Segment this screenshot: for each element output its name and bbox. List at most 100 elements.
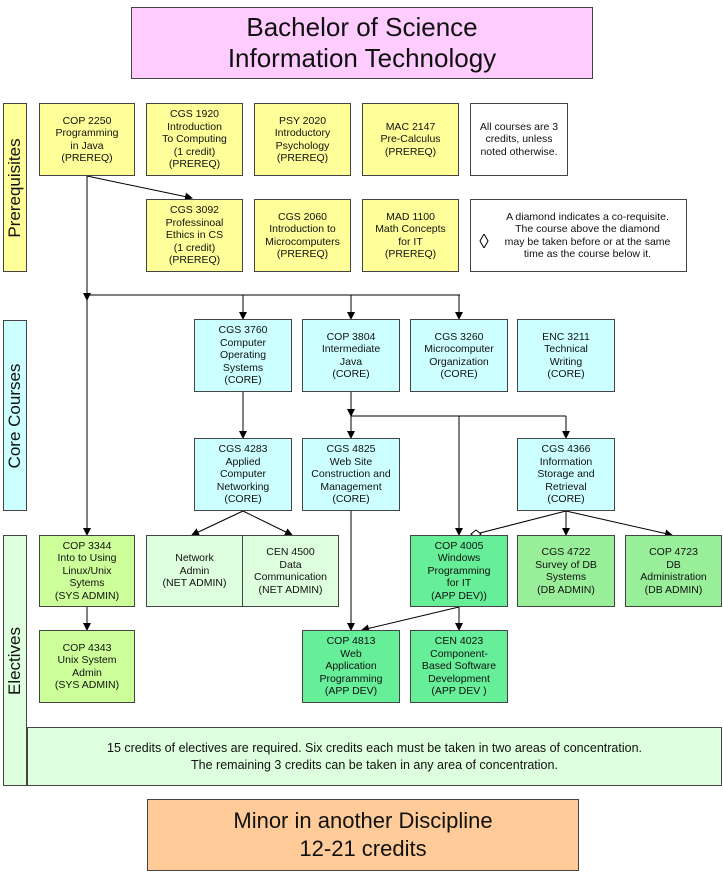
course-code: CGS 3760 [218,324,268,337]
note-line: A diamond indicates a co-requisite. [506,210,669,223]
course-type: (CORE) [332,368,370,380]
course-title: Admin [179,564,210,577]
course-title: Survey of DB [535,558,597,571]
minor-requirement: Minor in another Discipline 12-21 credit… [147,799,579,871]
course-cop2250: COP 2250 Programming in Java (PREREQ) [39,103,135,176]
course-type: (PREREQ) [61,152,113,164]
course-cgs3092: CGS 3092 Professinoal Ethics in CS (1 cr… [146,199,243,272]
corequisite-note: A diamond indicates a co-requisite. The … [470,199,687,272]
minor-title: Minor in another Discipline [233,808,493,833]
course-cgs3260: CGS 3260 Microcomputer Organization (COR… [410,319,508,392]
course-title: Development [428,672,490,685]
course-code: CGS 3092 [169,204,220,217]
course-type: (PREREQ) [276,152,329,164]
course-cen4500: CEN 4500 Data Communication (NET ADMIN) [242,535,339,607]
note-line: may be taken before or at the same [504,235,671,248]
course-cop4343: COP 4343 Unix System Admin (SYS ADMIN) [39,630,135,703]
note-line: The course above the diamond [515,223,660,235]
electives-band: Electives [3,535,27,786]
course-cgs4825: CGS 4825 Web Site Construction and Manag… [302,438,400,511]
course-title: Programming [319,672,383,685]
course-type: (CORE) [224,493,262,506]
course-cop4005: COP 4005 Windows Programming for IT (APP… [410,535,508,607]
course-code: COP 3804 [326,330,376,343]
course-code: COP 4343 [62,641,112,654]
course-title: Pre-Calculus [380,133,441,146]
course-title: Introduction to [269,223,336,235]
course-mac2147: MAC 2147 Pre-Calculus (PREREQ) [362,103,459,176]
course-title: Microcomputer [424,343,494,355]
course-code: CGS 3260 [434,330,484,343]
course-code: CGS 4283 [218,443,268,456]
course-type: (APP DEV)) [431,589,487,602]
course-type: (CORE) [547,368,585,380]
course-title: Management [320,480,382,493]
course-title: Math Concepts [375,223,446,235]
course-title: Based Software [421,660,497,673]
course-code: CGS 4722 [541,546,591,558]
note-line: credits, unless [485,133,553,146]
course-cop3344: COP 3344 Into to Using Linux/Unix Sytems… [39,535,135,607]
course-title: Operating [219,349,267,362]
course-title: Introductory [274,127,331,139]
course-cop4813: COP 4813 Web Application Programming (AP… [302,630,400,703]
course-title: Storage and [537,468,595,481]
course-code: CGS 4825 [326,443,376,456]
course-title: Communication [254,571,327,583]
course-credits: (1 credit) [173,241,216,254]
course-cen4023: CEN 4023 Component- Based Software Devel… [410,630,508,703]
course-title: Windows [437,552,481,565]
course-type: (CORE) [332,493,370,506]
course-code: COP 2250 [62,114,112,127]
course-type: (DB ADMIN) [537,583,595,596]
course-title: Programming [427,564,491,577]
course-cgs4283: CGS 4283 Applied Computer Networking (CO… [194,438,292,511]
course-title: Data [279,558,302,571]
course-title: in Java [70,139,104,152]
course-title: Systems [545,571,587,583]
course-title: Information [539,455,593,468]
course-cgs3760: CGS 3760 Computer Operating Systems (COR… [194,319,292,392]
course-title: Technical [544,343,588,355]
course-title: Web [340,647,362,660]
course-cgs1920: CGS 1920 Introduction To Computing (1 cr… [146,103,243,176]
title-line-2: Information Technology [227,43,497,73]
course-type: (SYS ADMIN) [54,679,120,691]
core-courses-band: Core Courses [3,320,27,511]
course-title: Component- [430,647,488,660]
course-code: CGS 4366 [541,443,591,456]
course-title: Computer [219,468,267,481]
course-code: CEN 4023 [434,635,484,648]
course-title: Professinoal [165,216,224,229]
minor-credits: 12-21 credits [299,836,427,861]
prerequisites-band: Prerequisites [3,103,27,272]
course-code: CEN 4500 [266,546,315,558]
course-title: Programming [55,127,119,139]
course-type: (PREREQ) [168,254,221,267]
course-title: Web Site [329,455,373,468]
course-title: Applied [225,455,261,468]
note-line: All courses are 3 [479,120,559,133]
course-type: (NET ADMIN) [258,583,323,596]
course-type: (PREREQ) [384,145,437,158]
course-title: Writing [549,355,583,368]
course-type: (CORE) [440,368,478,380]
note-line: time as the course below it. [523,248,652,260]
course-code: MAD 1100 [386,210,435,223]
course-title: Ethics in CS [165,229,224,242]
course-title: Networking [216,480,270,493]
course-type: (PREREQ) [276,248,329,260]
course-title: for IT [446,577,472,590]
course-title: DB [666,558,681,571]
course-title: Application [325,660,377,673]
credits-note: All courses are 3 credits, unless noted … [470,103,568,176]
course-title: Sytems [69,577,105,590]
course-type: (CORE) [224,374,262,387]
course-title: Microcomputers [265,235,340,248]
course-title: Intermediate [321,343,381,355]
course-psy2020: PSY 2020 Introductory Psychology (PREREQ… [254,103,351,176]
course-type: (APP DEV ) [431,685,487,698]
course-title: Systems [222,361,264,374]
course-title: Introduction [167,120,222,133]
course-title: Retrieval [545,480,587,493]
